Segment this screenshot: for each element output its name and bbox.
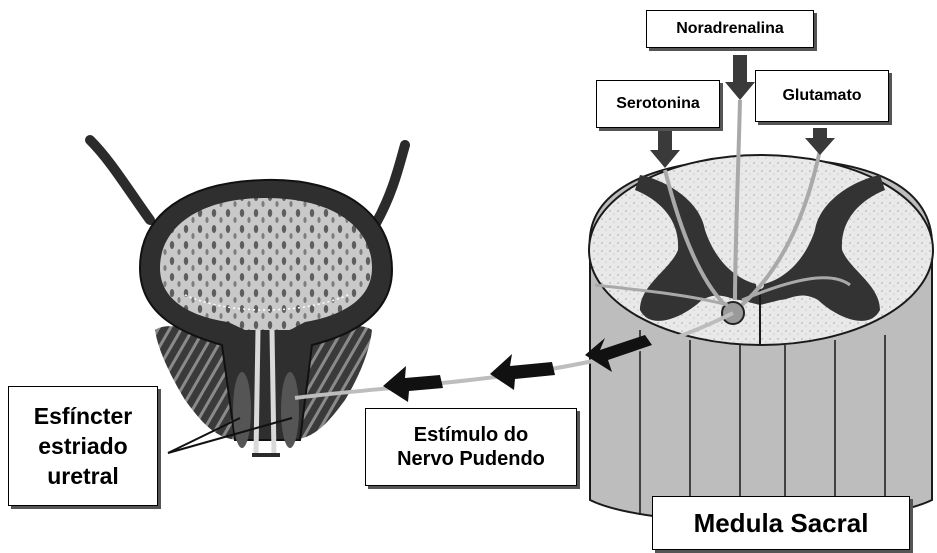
label-glutamato: Glutamato — [755, 70, 889, 122]
label-noradrenalina: Noradrenalina — [646, 10, 814, 48]
right-ureter — [375, 145, 405, 225]
bladder-lumen — [160, 198, 372, 330]
noradrenalina-text: Noradrenalina — [676, 20, 784, 38]
spinal-cord-illustration — [589, 100, 933, 523]
glutamate-arrow-icon — [805, 128, 835, 155]
esfincter-line-3: uretral — [47, 461, 119, 491]
estimulo-line-1: Estímulo do — [414, 423, 528, 447]
noradrenaline-arrow-icon — [725, 55, 755, 100]
sphincter-left — [233, 372, 251, 448]
serotonina-text: Serotonina — [616, 95, 700, 113]
left-ureter — [90, 140, 150, 220]
label-serotonina: Serotonina — [596, 80, 720, 128]
label-esfincter: Esfíncter estriado uretral — [8, 386, 158, 506]
stimulus-arrow-3-icon — [383, 366, 443, 402]
glutamato-text: Glutamato — [782, 87, 861, 105]
sphincter-right — [281, 372, 299, 448]
serotonin-arrow-icon — [650, 128, 680, 168]
esfincter-line-1: Esfíncter — [34, 401, 132, 431]
label-estimulo: Estímulo do Nervo Pudendo — [365, 408, 577, 486]
label-medula-sacral: Medula Sacral — [652, 496, 910, 550]
estimulo-line-2: Nervo Pudendo — [397, 447, 545, 471]
medula-sacral-text: Medula Sacral — [694, 508, 869, 539]
esfincter-line-2: estriado — [38, 431, 127, 461]
stimulus-arrow-2-icon — [490, 354, 555, 390]
